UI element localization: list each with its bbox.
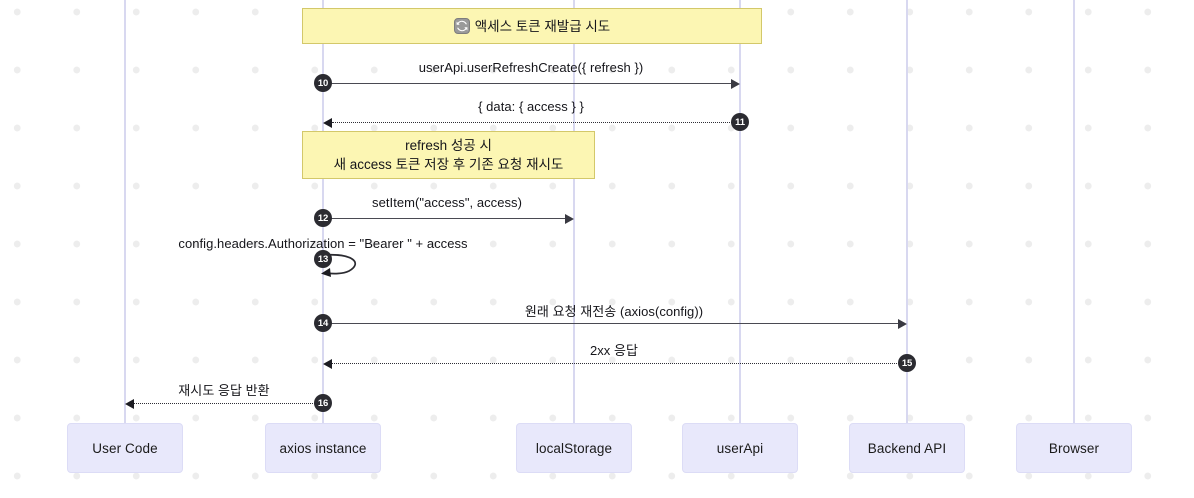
arrowhead-14 bbox=[898, 319, 907, 329]
note-refresh-success-text-0: refresh 성공 시 bbox=[405, 138, 492, 153]
refresh-icon bbox=[453, 17, 470, 34]
participant-label-user-code: User Code bbox=[92, 440, 158, 456]
message-label-13: config.headers.Authorization = "Bearer "… bbox=[178, 236, 468, 251]
sequence-badge-12: 12 bbox=[314, 209, 332, 227]
arrowhead-11 bbox=[323, 118, 332, 128]
message-line-12 bbox=[323, 218, 565, 219]
note-refresh-success-text-1: 새 access 토큰 저장 후 기존 요청 재시도 bbox=[333, 157, 564, 172]
lifeline-user-api bbox=[739, 0, 741, 423]
message-label-14: 원래 요청 재전송 (axios(config)) bbox=[524, 304, 704, 319]
participant-user-code[interactable]: User Code bbox=[67, 423, 183, 473]
message-label-10: userApi.userRefreshCreate({ refresh }) bbox=[418, 60, 644, 75]
message-line-14 bbox=[323, 323, 898, 324]
lifeline-browser bbox=[1073, 0, 1075, 423]
message-line-15 bbox=[332, 363, 907, 364]
participant-backend-api[interactable]: Backend API bbox=[849, 423, 965, 473]
participant-label-backend-api: Backend API bbox=[867, 440, 947, 456]
message-label-15: 2xx 응답 bbox=[589, 343, 639, 358]
note-retry-header-line-0: 액세스 토큰 재발급 시도 bbox=[453, 17, 611, 36]
participant-label-user-api: userApi bbox=[716, 440, 764, 456]
note-retry-header: 액세스 토큰 재발급 시도 bbox=[302, 8, 762, 44]
sequence-badge-14: 14 bbox=[314, 314, 332, 332]
sequence-badge-11: 11 bbox=[731, 113, 749, 131]
participant-label-browser: Browser bbox=[1048, 440, 1100, 456]
arrowhead-10 bbox=[731, 79, 740, 89]
message-selfloop-13 bbox=[319, 251, 367, 288]
selfloop-path bbox=[321, 253, 356, 277]
sequence-badge-10: 10 bbox=[314, 74, 332, 92]
participant-label-axios-instance: axios instance bbox=[279, 440, 367, 456]
sequence-badge-15: 15 bbox=[898, 354, 916, 372]
participant-label-local-storage: localStorage bbox=[535, 440, 613, 456]
lifeline-user-code bbox=[124, 0, 126, 423]
arrowhead-16 bbox=[125, 399, 134, 409]
participant-browser[interactable]: Browser bbox=[1016, 423, 1132, 473]
arrowhead-15 bbox=[323, 359, 332, 369]
note-refresh-success-line-1: 새 access 토큰 저장 후 기존 요청 재시도 bbox=[334, 155, 564, 174]
participant-user-api[interactable]: userApi bbox=[682, 423, 798, 473]
sequence-badge-13: 13 bbox=[314, 250, 332, 268]
message-line-16 bbox=[134, 403, 323, 404]
arrowhead-12 bbox=[565, 214, 574, 224]
note-refresh-success-line-0: refresh 성공 시 bbox=[405, 136, 492, 155]
note-retry-header-text-0: 액세스 토큰 재발급 시도 bbox=[474, 18, 611, 34]
message-line-10 bbox=[323, 83, 731, 84]
participant-local-storage[interactable]: localStorage bbox=[516, 423, 632, 473]
message-label-16: 재시도 응답 반환 bbox=[178, 383, 270, 398]
message-label-11: { data: { access } } bbox=[478, 99, 584, 114]
lifeline-local-storage bbox=[573, 0, 575, 423]
message-line-11 bbox=[332, 122, 740, 123]
sequence-badge-16: 16 bbox=[314, 394, 332, 412]
message-label-12: setItem("access", access) bbox=[372, 195, 522, 210]
lifeline-backend-api bbox=[906, 0, 908, 423]
participant-axios-instance[interactable]: axios instance bbox=[265, 423, 381, 473]
